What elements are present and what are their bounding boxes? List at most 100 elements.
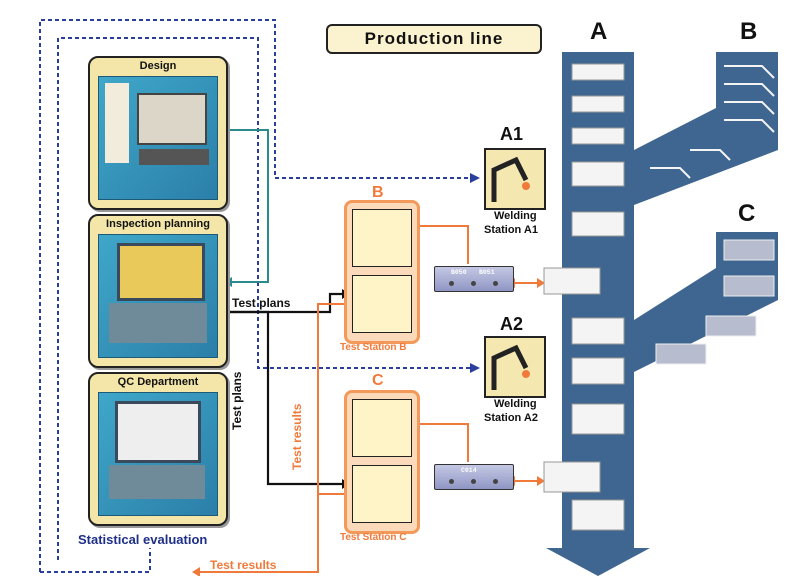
belt-c [634, 232, 778, 372]
laptop-keyboard-icon [109, 303, 207, 343]
welding-a2-line2: Station A2 [484, 412, 538, 424]
part [723, 239, 775, 261]
welding-station-a1-image [484, 148, 546, 210]
qc-laptop-image [98, 392, 218, 516]
qc-screen-icon [115, 401, 201, 463]
part [571, 127, 625, 145]
branch-label-a: A [590, 18, 608, 45]
dashed-loop-inner [57, 37, 470, 560]
robot-arm-icon [491, 156, 530, 202]
dashed-loop-outer [39, 19, 470, 572]
welding-a2-code: A2 [500, 314, 524, 334]
design-title: Design [139, 60, 177, 72]
test-module-b: B050 B051 [434, 266, 514, 292]
test-station-c-label: Test Station C [340, 532, 407, 543]
welding-station-a2-image [484, 336, 546, 398]
welding-a2-line1: Welding [494, 398, 537, 410]
connector-dot [471, 281, 476, 286]
part [723, 275, 775, 297]
part [571, 161, 625, 187]
monitor-icon [137, 93, 207, 145]
statistical-evaluation-label: Statistical evaluation [78, 532, 208, 547]
bent-part [724, 83, 775, 97]
part [571, 63, 625, 81]
keyboard-icon [139, 149, 209, 165]
test-plans-label-horizontal: Test plans [232, 296, 291, 310]
robot-arm-icon [491, 344, 530, 390]
welding-a1-code: A1 [500, 124, 524, 144]
test-results-label-vertical: Test results [290, 403, 304, 470]
title-box: Production line [326, 24, 542, 54]
part [655, 343, 707, 365]
station-c-letter: C [372, 372, 384, 389]
part [571, 357, 625, 385]
results-arrow [192, 567, 200, 576]
test-station-c [344, 390, 420, 534]
parts-b [650, 65, 775, 179]
connector-dot [449, 281, 454, 286]
link-b-arrow-r [537, 278, 545, 288]
branch-label-b: B [740, 18, 758, 45]
dashed-arrow-a1 [470, 173, 480, 183]
module-code-c014: C014 [461, 467, 477, 474]
feedback-b [420, 225, 469, 264]
part [705, 315, 757, 337]
connector-dot [471, 479, 476, 484]
module-code-b050: B050 [451, 269, 467, 276]
part [571, 403, 625, 435]
bent-part [724, 101, 775, 115]
qc-keyboard-icon [109, 465, 205, 499]
plans-line-c [228, 310, 342, 486]
part [571, 95, 625, 113]
document-icon [105, 83, 129, 163]
page-title: Production line [364, 29, 504, 48]
welding-a1-line2: Station A1 [484, 224, 538, 236]
link-c-arrow-r [537, 476, 545, 486]
welding-a1-line1: Welding [494, 210, 537, 222]
laptop-image [98, 234, 218, 358]
dashed-arrow-a2 [470, 363, 480, 373]
parts-a [543, 63, 625, 531]
dashed-bottom [40, 548, 151, 573]
connector-dot [493, 479, 498, 484]
laptop-screen-icon [117, 243, 205, 301]
qc-department-panel: QC Department [88, 372, 228, 526]
test-station-b-label: Test Station B [340, 342, 407, 353]
bent-part [724, 119, 775, 133]
results-line-b [317, 303, 350, 548]
bent-part [650, 167, 691, 179]
module-code-b051: B051 [479, 269, 495, 276]
test-station-c-operator [352, 465, 412, 523]
parts-c [655, 239, 775, 365]
part [571, 211, 625, 237]
connector-dot [493, 281, 498, 286]
part [543, 267, 601, 295]
test-station-b-operator [352, 275, 412, 333]
test-results-label-bottom: Test results [210, 558, 277, 572]
part [571, 499, 625, 531]
test-module-c: C014 [434, 464, 514, 490]
test-plans-label-vertical: Test plans [230, 371, 244, 430]
design-computer-image [98, 76, 218, 200]
test-station-b [344, 200, 420, 344]
inspection-planning-panel: Inspection planning [88, 214, 228, 368]
teal-arrow [224, 277, 232, 287]
branch-label-c: C [738, 200, 756, 227]
test-station-c-machine [352, 399, 412, 457]
test-station-b-machine [352, 209, 412, 267]
inspection-planning-title: Inspection planning [106, 218, 210, 230]
part [543, 461, 601, 493]
bent-part [690, 149, 731, 161]
results-line-bottom [200, 548, 319, 573]
design-panel: Design [88, 56, 228, 210]
bent-part [724, 65, 775, 79]
feedback-c [420, 423, 469, 462]
part [571, 317, 625, 345]
station-b-letter: B [372, 184, 384, 201]
teal-link [210, 129, 269, 283]
connector-dot [449, 479, 454, 484]
belt-b [634, 52, 778, 205]
qc-department-title: QC Department [117, 376, 199, 388]
